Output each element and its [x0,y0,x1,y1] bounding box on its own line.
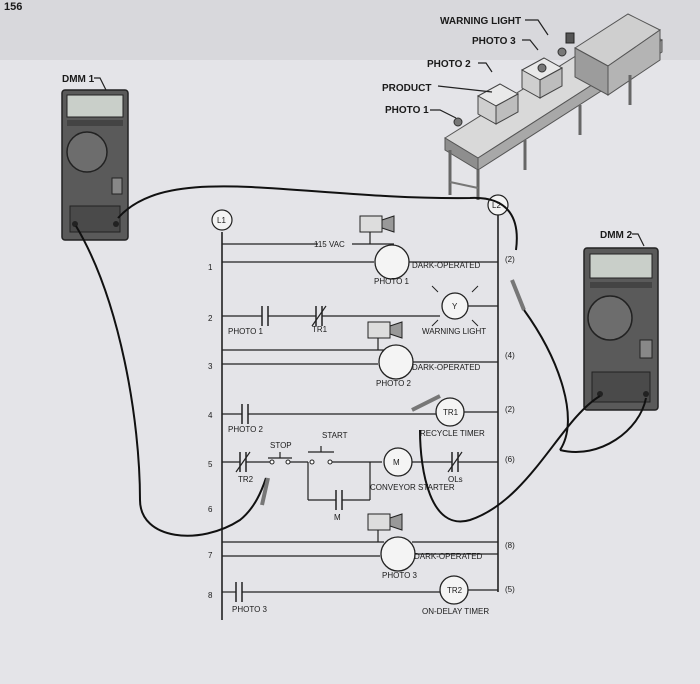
page-number: 156 [4,1,22,13]
line-number: 6 [208,505,213,514]
line-number: 8 [208,591,213,600]
test-leads [75,185,647,537]
dark-operated-label: DARK-OPERATED [412,363,481,372]
photo-2-contact-label: PHOTO 2 [228,425,264,434]
dmm-1-label: DMM 1 [62,74,95,85]
line-number: 1 [208,263,213,272]
line-number: 7 [208,551,213,560]
photo-sensor-icon [453,117,463,127]
rail-l1 [211,209,233,231]
photo-1-emitter-icon [359,215,395,244]
ols-label: OLs [448,475,463,484]
dmm-1: DMM 1 [61,74,129,241]
dmm-2: DMM 2 [583,230,659,411]
photo-1-coil [374,244,410,280]
dmm-2-label: DMM 2 [600,230,633,241]
dmm-2-dial [587,295,633,341]
ladder-diagram: L1 L2 1 2 3 4 5 6 7 8 115 VAC DARK-OPERA… [208,194,515,620]
label-photo-2: PHOTO 2 [427,59,471,70]
lamp-y-label: Y [452,302,458,311]
start-button-label: START [322,431,348,440]
product-box [476,83,520,125]
warning-light-label: WARNING LIGHT [422,327,486,336]
wire-number: (8) [505,541,515,550]
photo-sensor-icon [557,47,567,57]
wire-number: (4) [505,351,515,360]
rail-l1-label: L1 [217,216,226,225]
label-photo-3: PHOTO 3 [472,36,516,47]
warning-light-icon [565,32,575,44]
recycle-timer-label: RECYCLE TIMER [420,429,485,438]
wire-number: (2) [505,405,515,414]
photo-3-coil [380,536,416,572]
label-photo-1: PHOTO 1 [385,105,429,116]
dark-operated-label: DARK-OPERATED [412,261,481,270]
on-delay-timer-label: ON-DELAY TIMER [422,607,489,616]
tr2-coil-label: TR2 [447,586,463,595]
photo-3-coil-label: PHOTO 3 [382,571,418,580]
stop-button-label: STOP [270,441,292,450]
conveyor-starter-label: CONVEYOR STARTER [370,483,455,492]
supply-voltage-label: 115 VAC [314,240,345,249]
m-contact-label: M [334,513,341,522]
photo-1-coil-label: PHOTO 1 [374,277,410,286]
wire-number: (6) [505,455,515,464]
line-number: 5 [208,460,213,469]
photo-2-coil-label: PHOTO 2 [376,379,412,388]
tr1-contact-label: TR1 [312,325,328,334]
tr1-coil-label: TR1 [443,408,459,417]
photo-1-contact-label: PHOTO 1 [228,327,264,336]
wire-number: (2) [505,255,515,264]
m-coil-label: M [393,458,400,467]
conveyor-illustration: WARNING LIGHT PHOTO 3 PHOTO 2 PRODUCT PH… [382,13,663,200]
dark-operated-label: DARK-OPERATED [414,552,483,561]
photo-sensor-icon [537,63,547,73]
label-product: PRODUCT [382,83,431,94]
photo-3-emitter-icon [367,513,403,542]
label-warning-light: WARNING LIGHT [440,16,521,27]
photo-2-coil [378,344,414,380]
tr2-contact-label: TR2 [238,475,254,484]
photo-3-contact-label: PHOTO 3 [232,605,268,614]
wire-number: (5) [505,585,515,594]
line-number: 4 [208,411,213,420]
rail-l2-label: L2 [492,201,501,210]
dmm-1-dial [66,131,108,173]
line-number: 3 [208,362,213,371]
photo-2-emitter-icon [367,321,403,350]
line-number: 2 [208,314,213,323]
